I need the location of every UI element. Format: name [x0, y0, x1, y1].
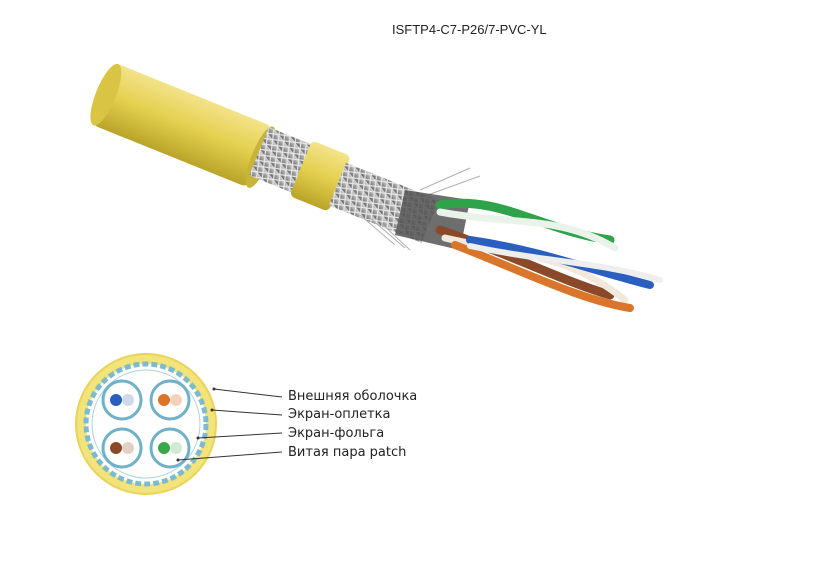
pair-brown [101, 427, 143, 469]
cable-cross-section [75, 353, 217, 495]
braid-strands [359, 167, 481, 251]
legend-foil-shield: Экран-фольга [288, 426, 385, 441]
legend-outer-jacket: Внешняя оболочка [288, 389, 418, 404]
legend-twisted-pair: Витая пара patch [288, 445, 407, 460]
twisted-pairs [435, 198, 663, 312]
product-title: ISFTP4-C7-P26/7-PVC-YL [392, 22, 547, 37]
pair-green [149, 427, 191, 469]
pair-blue [101, 379, 143, 421]
pair-orange [149, 379, 191, 421]
cable-illustration [90, 63, 663, 312]
legend-braid-shield: Экран-оплетка [288, 407, 391, 422]
